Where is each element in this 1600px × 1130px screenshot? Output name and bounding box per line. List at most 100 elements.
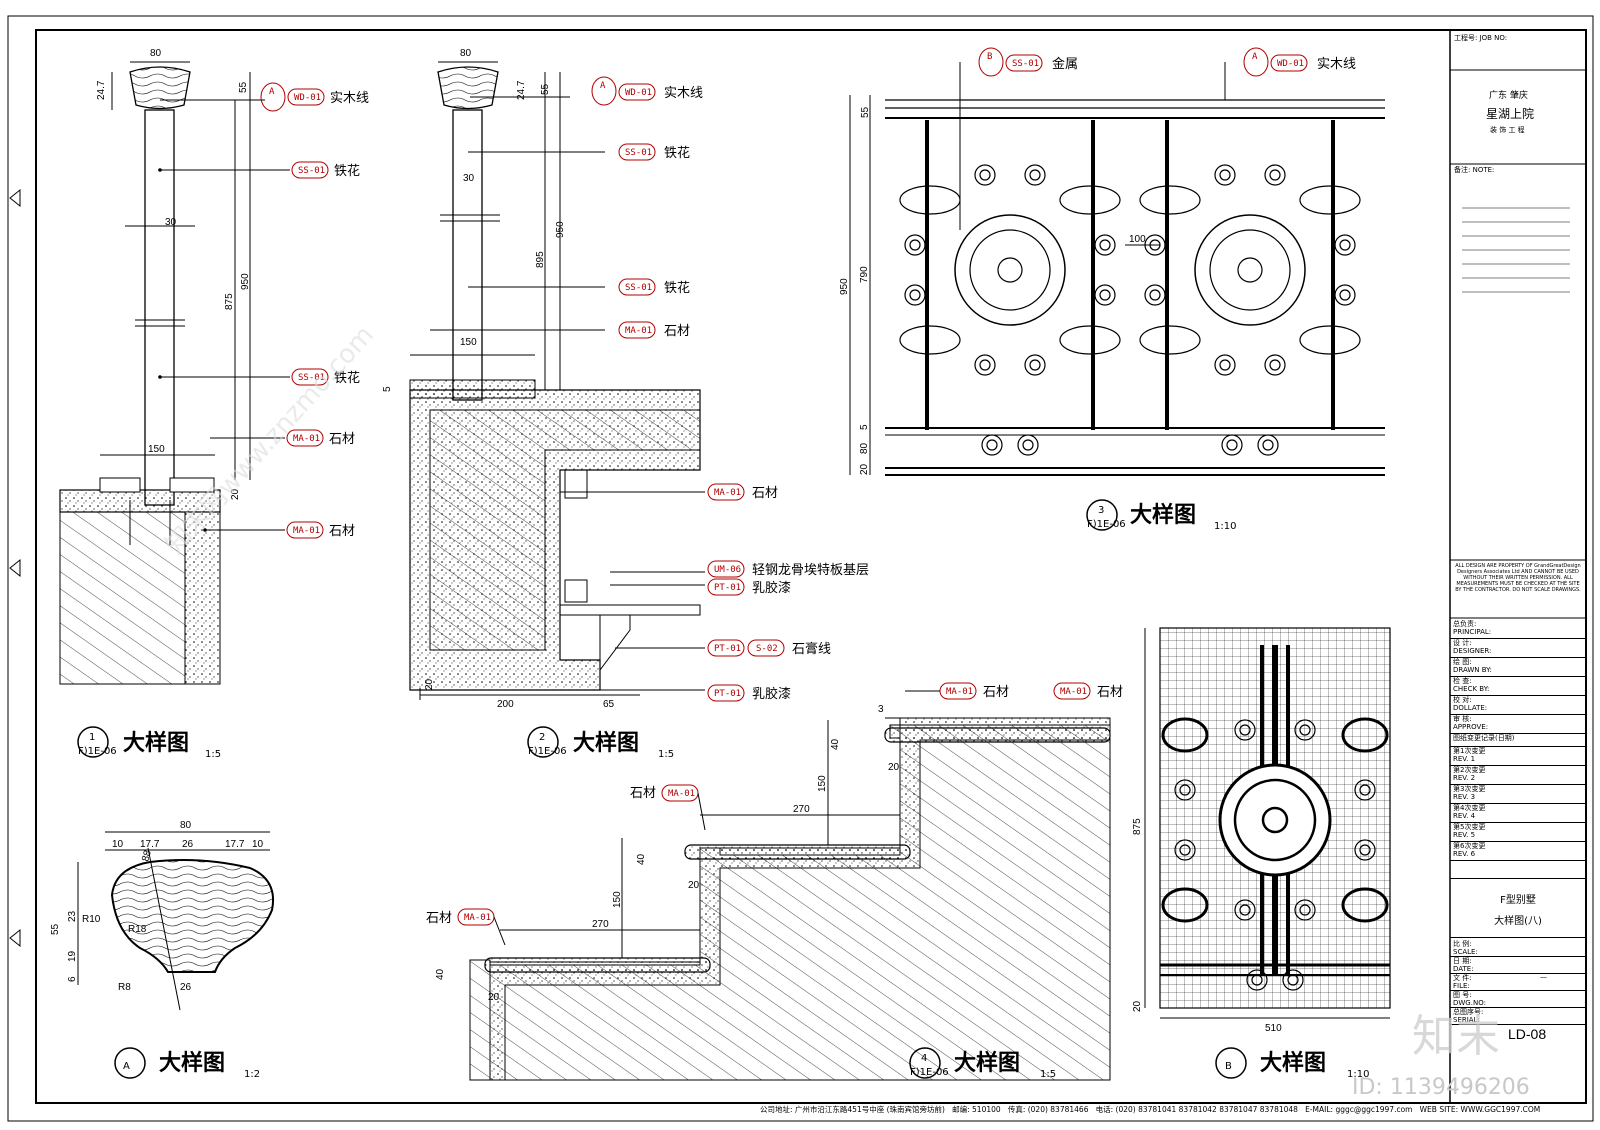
svg-text:65: 65 [603,699,615,710]
svg-text:17.7: 17.7 [140,839,160,850]
svg-text:F)1E-06: F)1E-06 [1087,519,1126,530]
svg-text:石材: 石材 [329,432,355,447]
svg-text:200: 200 [497,699,514,710]
detail-3-labels: 55 950 790 5 80 20 100 B SS-01 金属 A WD-0… [839,47,1356,532]
svg-text:10: 10 [252,839,264,850]
svg-text:1:5: 1:5 [658,749,674,760]
svg-text:875: 875 [1132,818,1143,835]
role-row: 设 计:DESIGNER: [1450,639,1586,658]
title-block-rows: 总负责:PRINCIPAL:设 计:DESIGNER:绘 图:DRAWN BY:… [1450,620,1586,861]
project-name: 星湖上院 [1486,106,1534,121]
dim-55: 55 [238,81,249,93]
svg-text:轻钢龙骨埃特板基层: 轻钢龙骨埃特板基层 [752,563,869,578]
svg-text:55: 55 [540,83,551,95]
svg-text:MA-01: MA-01 [464,913,491,923]
svg-text:金属: 金属 [1052,56,1078,72]
svg-text:MA-01: MA-01 [946,687,973,697]
svg-text:20: 20 [888,762,900,773]
detail-4-labels: 270 270 150 150 40 40 40 3 20 20 20 MA-0… [426,682,1123,1080]
drawing-title-2: 大样图(八) [1494,916,1542,927]
svg-text:20: 20 [488,992,500,1003]
svg-text:30: 30 [463,173,475,184]
detail-4-title: 大样图 [954,1050,1020,1076]
role-row: 绘 图:DRAWN BY: [1450,658,1586,677]
detail-b-labels: 875 20 510 B 大样图 1:10 [1132,818,1369,1080]
outer-border [7,15,1594,1122]
svg-text:24.7: 24.7 [516,80,527,100]
svg-text:A: A [1252,52,1258,62]
svg-text:950: 950 [839,278,850,295]
meta-row: 图 号:DWG.NO: [1450,991,1586,1008]
svg-text:950: 950 [555,221,566,238]
detail-2-section [409,61,705,700]
svg-text:石材: 石材 [630,786,656,801]
svg-text:石材: 石材 [664,324,690,339]
svg-text:B: B [1225,1061,1232,1072]
watermark-id: ID: 1139496206 [1352,1075,1530,1100]
svg-text:石材: 石材 [752,486,778,501]
svg-text:55: 55 [860,106,871,118]
svg-text:270: 270 [793,804,810,815]
svg-text:SS-01: SS-01 [1012,59,1039,69]
svg-text:PT-01: PT-01 [714,644,741,654]
svg-text:790: 790 [859,266,870,283]
svg-text:MA-01: MA-01 [1060,687,1087,697]
detail-4-section [469,717,1111,1081]
svg-text:石膏线: 石膏线 [792,641,831,657]
label-wood-line: 实木线 [330,91,369,106]
footer-email: E-MAIL: gggc@ggc1997.com [1305,1105,1413,1114]
svg-text:150: 150 [612,891,623,908]
svg-text:4: 4 [921,1053,927,1064]
dim-20: 20 [230,488,241,500]
svg-text:石材: 石材 [983,685,1009,700]
margin-markers [9,188,21,948]
dim-80: 80 [150,48,162,59]
svg-text:20: 20 [688,880,700,891]
drawing-title-1: F型别墅 [1500,895,1536,906]
svg-text:铁花: 铁花 [664,280,690,296]
svg-text:MA-01: MA-01 [293,526,320,536]
svg-text:270: 270 [592,919,609,930]
svg-text:19: 19 [67,950,78,962]
svg-text:PT-01: PT-01 [714,583,741,593]
svg-text:铁花: 铁花 [664,145,690,161]
svg-text:55: 55 [50,923,61,935]
svg-text:1:5: 1:5 [205,749,221,760]
svg-text:17.7: 17.7 [225,839,245,850]
svg-text:WD-01: WD-01 [625,88,652,98]
svg-text:B: B [987,52,992,62]
svg-text:5: 5 [382,386,393,392]
meta-row: 文 件:FILE: [1450,974,1586,991]
footer-fax: 传真: (020) 83781466 [1007,1105,1089,1114]
svg-text:510: 510 [1265,1023,1282,1034]
meta-row: 日 期:DATE:— [1450,957,1586,981]
svg-text:20: 20 [424,678,435,690]
detail-1-section [59,61,290,685]
detail-3-elevation [849,62,1385,476]
dim-950: 950 [240,273,251,290]
svg-text:20: 20 [1132,1000,1143,1012]
svg-text:5: 5 [859,424,870,430]
detail-1-labels: 80 24.7 55 30 875 950 150 20 A WD-01 实木线… [77,48,369,760]
svg-text:895: 895 [535,251,546,268]
tag-sheet-a: A [269,87,275,97]
role-row: 审 核:APPROVE: [1450,715,1586,734]
footer-postcode: 邮编: 510100 [952,1105,1001,1114]
svg-text:80: 80 [859,442,870,454]
detail-3-title: 大样图 [1130,502,1196,528]
dim-875: 875 [224,293,235,310]
svg-text:F)1E-06: F)1E-06 [78,746,117,757]
dim-150: 150 [148,444,165,455]
detail-b-title: 大样图 [1260,1050,1326,1076]
dim-30: 30 [165,217,177,228]
watermark-logo: 知末 [1412,1011,1500,1062]
svg-text:实木线: 实木线 [664,86,703,101]
svg-text:石材: 石材 [329,524,355,539]
role-row: 检 查:CHECK BY: [1450,677,1586,696]
detail-a-labels: 80 10 17.7 26 17.7 10 55 23 19 6 R10 R18… [50,820,264,1080]
title-block-meta: 比 例:SCALE:日 期:DATE:—文 件:FILE:图 号:DWG.NO:… [1450,940,1586,1025]
svg-text:备注: NOTE:: 备注: NOTE: [1454,165,1494,174]
